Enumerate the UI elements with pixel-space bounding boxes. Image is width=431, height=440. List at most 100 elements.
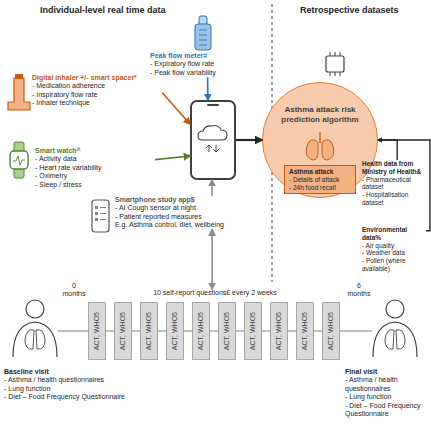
time-label: 6 months (347, 282, 371, 299)
device-group: Digital inhaler +/- smart spacer*- Medic… (32, 74, 162, 108)
device-group: Smart watch^- Activity data- Heart rate … (35, 147, 155, 189)
algorithm-circle: Asthma attack risk prediction algorithmA… (262, 82, 378, 198)
flow-arrow (378, 140, 397, 160)
scale-mark (199, 30, 207, 31)
node-text: - Medication adherence (32, 82, 162, 90)
survey-header: 10 self-report questions£ every 2 weeks (110, 289, 320, 297)
check-line (100, 219, 106, 220)
person-body (13, 322, 57, 357)
node-text: - Pollen (where available) (362, 257, 426, 273)
survey-bar: ACT, WHO5 (296, 302, 314, 360)
app-phone (92, 200, 109, 232)
person-body (373, 322, 417, 357)
peak-flow-icon (195, 16, 211, 50)
app-group: Smartphone study app$- AI Cough sensor a… (115, 196, 265, 230)
scale-mark (199, 35, 207, 36)
check-box (95, 206, 98, 209)
section-heading: Retrospective datasets (300, 5, 425, 16)
node-text: - Air quality (362, 242, 426, 250)
scale-mark (199, 40, 207, 41)
flow-arrow (211, 180, 213, 196)
cloud-icon (198, 104, 227, 152)
node-heading: Smartphone study app$ (115, 196, 265, 204)
person-lung (36, 330, 45, 349)
node-text: - 24h food recall (289, 184, 351, 192)
node-text: - Asthma / health questionnaires (4, 376, 139, 384)
download-line (216, 145, 217, 152)
inhaler-icon (8, 74, 30, 110)
node-heading: Smart watch^ (35, 147, 155, 155)
node-text: - Lung function (345, 393, 429, 401)
node-heading: ACT, WHO5 (145, 312, 153, 350)
chip-pin (340, 52, 341, 56)
flow-arrow (155, 156, 190, 160)
node-text: - Pharmaceutical dataset (362, 176, 426, 192)
right-lung (322, 140, 334, 160)
watch-band (14, 142, 24, 178)
upload-line (209, 145, 210, 152)
chip-pin (330, 52, 331, 56)
flow-arrow (207, 77, 209, 100)
node-text: - Expiratory flow rate (150, 60, 270, 68)
node-heading: Peak flow meter# (150, 52, 270, 60)
node-heading: ACT, WHO5 (119, 312, 127, 350)
chip-body (326, 56, 344, 72)
chip-pin (335, 72, 336, 76)
node-heading: ACT, WHO5 (249, 312, 257, 350)
node-heading: Final visit (345, 368, 429, 376)
dataset-group: Environmental data%- Air quality- Weathe… (362, 226, 426, 273)
check-line (100, 207, 106, 208)
chip-pin (340, 72, 341, 76)
section-heading: Individual-level real time data (40, 5, 240, 16)
check-box (95, 212, 98, 215)
node-heading: Environmental data% (362, 226, 426, 242)
visit-group: Final visit- Asthma / health questionnai… (345, 368, 429, 418)
node-text: E.g. Asthma control, diet, wellbeing (115, 221, 265, 229)
node-heading: 10 self-report questions£ every 2 weeks (110, 289, 320, 297)
node-heading: ACT, WHO5 (327, 312, 335, 350)
node-text: - Activity data (35, 155, 155, 163)
node-text: - Patient reported measures (115, 213, 265, 221)
person-lung (25, 330, 34, 349)
node-text: - Diet – Food Frequency Questionnaire (345, 402, 429, 419)
node-text: - Sleep / stress (35, 181, 155, 189)
person-final (373, 300, 417, 357)
node-text: - Peak flow variability (150, 69, 270, 77)
phone-speaker (207, 104, 219, 106)
node-text: - Inhaler technique (32, 99, 162, 107)
node-heading: Digital inhaler +/- smart spacer* (32, 74, 162, 82)
node-heading: Baseline visit (4, 368, 139, 376)
node-text: - Inspiratory flow rate (32, 91, 162, 99)
node-heading: ACT, WHO5 (93, 312, 101, 350)
heart-trace (13, 156, 25, 165)
node-heading: ACT, WHO5 (197, 312, 205, 350)
node-heading: ACT, WHO5 (171, 312, 179, 350)
watch-face (10, 151, 28, 169)
person-lung (385, 330, 394, 349)
left-lung (306, 140, 318, 160)
check-line (100, 213, 106, 214)
visit-group: Baseline visit- Asthma / health question… (4, 368, 139, 402)
node-text: - Weather data (362, 249, 426, 257)
app-icon (92, 200, 109, 232)
meter-body (195, 24, 211, 50)
attack-box: Asthma attack- Details of attack- 24h fo… (284, 165, 356, 194)
upload-head (206, 145, 212, 148)
survey-bar: ACT, WHO5 (114, 302, 132, 360)
person-baseline (13, 300, 57, 357)
node-heading: ACT, WHO5 (275, 312, 283, 350)
node-text: - Heart rate variability (35, 164, 155, 172)
chip-pin (335, 52, 336, 56)
time-label: 0 months (62, 282, 86, 299)
mouthpiece (199, 16, 207, 25)
flow-arrow (211, 230, 213, 289)
survey-bar: ACT, WHO5 (270, 302, 288, 360)
smartphone-hub (190, 100, 236, 180)
cloud-shape (198, 126, 227, 141)
node-heading: ACT, WHO5 (301, 312, 309, 350)
node-heading: ACT, WHO5 (223, 312, 231, 350)
chip-pin (330, 72, 331, 76)
survey-bar: ACT, WHO5 (140, 302, 158, 360)
survey-bar: ACT, WHO5 (192, 302, 210, 360)
